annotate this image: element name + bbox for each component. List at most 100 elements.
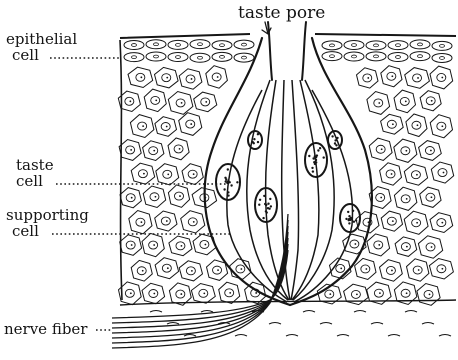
nucleolus	[380, 197, 382, 199]
nucleolus	[430, 150, 432, 152]
nucleolus	[418, 269, 420, 271]
epithelial-cell-nucleus	[437, 219, 446, 227]
epithelial-cell	[168, 185, 189, 207]
chromatin-dot	[331, 135, 333, 137]
epithelial-cell-nucleus	[161, 122, 170, 130]
connective-fibre	[286, 335, 298, 337]
surface-cell-nucleus	[132, 56, 137, 59]
epithelial-cell	[219, 282, 240, 303]
epithelial-cell-nucleus	[149, 147, 158, 155]
surface-cell	[432, 41, 452, 50]
epithelial-cell-nucleus	[161, 217, 170, 225]
nerve-fibre	[112, 220, 288, 343]
epithelial-cell	[417, 284, 440, 306]
chromatin-dot	[315, 159, 317, 161]
surface-cell	[168, 40, 188, 49]
epithelial-cell-nucleus	[176, 99, 185, 107]
epithelial-cell	[155, 258, 179, 279]
epithelial-cell-nucleus	[437, 73, 446, 81]
epithelial-cell	[419, 141, 442, 161]
chromatin-dot	[347, 211, 349, 213]
nucleolus	[129, 100, 131, 102]
epithelial-cell-nucleus	[374, 99, 383, 107]
epithelial-cell	[128, 67, 153, 87]
nucleolus	[193, 173, 195, 175]
epithelial-cell-nucleus	[138, 170, 147, 178]
epithelial-cell-nucleus	[386, 266, 395, 274]
taste-bud	[205, 22, 372, 305]
nucleolus	[379, 292, 381, 294]
epithelial-cell	[169, 283, 191, 305]
epithelial-cell	[194, 92, 217, 112]
bud-fibre	[291, 80, 299, 300]
epithelial-cell	[381, 114, 404, 134]
nucleolus	[153, 150, 155, 152]
nucleolus	[153, 244, 155, 246]
chromatin-dot	[348, 222, 350, 224]
epithelial-cell	[168, 138, 189, 160]
epithelial-cell-nucleus	[236, 265, 245, 273]
nucleolus	[142, 270, 144, 272]
connective-fibre	[167, 323, 179, 325]
surface-cell	[410, 52, 430, 61]
epithelial-cell-nucleus	[186, 267, 195, 275]
epithelial-cell	[381, 211, 402, 231]
epithelial-tissue	[118, 34, 456, 336]
surface-cell	[124, 53, 144, 62]
surface-cell	[212, 41, 232, 50]
nucleolus	[179, 195, 181, 197]
epithelial-cell-nucleus	[125, 97, 134, 105]
nucleolus	[255, 292, 257, 294]
epithelial-cell	[420, 91, 441, 111]
nucleolus	[443, 172, 445, 174]
surface-cell	[366, 41, 386, 50]
nucleolus	[431, 100, 433, 102]
epithelial-cell-nucleus	[212, 73, 221, 81]
chromatin-dot	[227, 194, 229, 196]
epithelial-cell-nucleus	[176, 290, 185, 298]
epithelial-cell-nucleus	[126, 194, 135, 202]
epithelial-cell	[130, 115, 154, 138]
nucleolus	[179, 148, 181, 150]
chromatin-dot	[267, 203, 269, 205]
connective-fibre	[422, 323, 434, 325]
nucleolus	[131, 197, 133, 199]
surface-cell-nucleus	[242, 43, 247, 46]
taste-pore-canal	[268, 22, 306, 80]
surface-cell-nucleus	[330, 44, 335, 47]
connective-fibre	[201, 311, 213, 313]
nucleolus	[217, 76, 219, 78]
epithelial-cell	[143, 186, 166, 208]
epithelial-cell	[155, 67, 179, 88]
surface-cell	[146, 52, 166, 61]
epithelial-cell-nucleus	[225, 289, 234, 297]
chromatin-dot	[223, 188, 225, 190]
nucleolus	[381, 148, 383, 150]
connective-fibre	[337, 335, 349, 337]
epithelial-cell	[367, 92, 390, 115]
epithelial-cell	[369, 138, 392, 160]
nucleolus	[205, 101, 207, 103]
connective-fibre	[405, 311, 417, 313]
epithelial-cell	[394, 139, 417, 162]
tissue-left-edge	[120, 40, 122, 300]
chromatin-dot	[227, 191, 229, 193]
epithelial-cell	[179, 69, 202, 89]
surface-cell	[124, 40, 144, 49]
label-epithelial-cell: cell	[12, 46, 39, 64]
nucleolus	[391, 173, 393, 175]
surface-cell	[432, 53, 452, 62]
nucleolus	[193, 221, 195, 223]
epithelial-cell-nucleus	[426, 193, 435, 201]
chromatin-dot	[224, 177, 226, 179]
nucleolus	[142, 125, 144, 127]
nucleolus	[191, 270, 193, 272]
surface-cell	[410, 40, 430, 49]
epithelial-cell-nucleus	[437, 265, 446, 273]
epithelial-cell	[191, 284, 215, 304]
epithelial-cell-nucleus	[412, 121, 421, 129]
chromatin-dot	[317, 149, 319, 151]
surface-cell	[168, 53, 188, 62]
chromatin-dot	[267, 207, 269, 209]
epithelial-cell-nucleus	[361, 265, 370, 273]
